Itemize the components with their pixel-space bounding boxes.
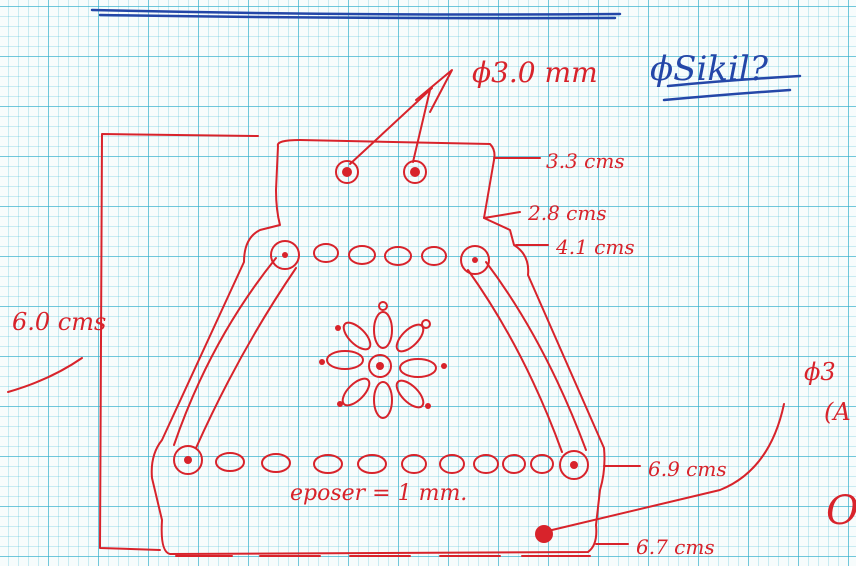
sikil-underline	[662, 74, 802, 102]
rosette	[319, 301, 447, 419]
hole-leader	[349, 87, 433, 165]
upper-row	[270, 240, 490, 275]
left-arm	[173, 257, 297, 449]
outer-frame	[99, 133, 259, 551]
leader-28	[483, 211, 521, 219]
arrow-head	[415, 69, 453, 113]
bottom-hole	[535, 525, 553, 543]
top-hole-right	[403, 160, 427, 184]
part-outline	[150, 139, 606, 555]
dim-upper-row: 4.1 cms	[555, 235, 635, 259]
height-leader	[7, 357, 83, 393]
lower-row	[173, 445, 589, 480]
dim-top-holes: 3.3 cms	[546, 149, 625, 173]
dim-bottom: 6.7 cms	[636, 535, 715, 559]
sikil-label: ϕSikil?	[650, 49, 769, 89]
bottom-leader	[551, 403, 785, 531]
right-o-label: O	[826, 488, 856, 534]
right-arm	[467, 261, 587, 453]
height-label: 6.0 cms	[12, 308, 106, 336]
right-partial-label: ϕ3	[804, 358, 836, 386]
dim-neck: 2.8 cms	[527, 201, 607, 225]
hole-diameter-label: ϕ3.0 mm	[472, 56, 598, 89]
header-stroke-2	[98, 13, 617, 20]
header-stroke	[90, 8, 622, 16]
thickness-note: eposer = 1 mm.	[290, 481, 467, 506]
top-hole-left	[335, 160, 359, 184]
right-paren-label: (A	[824, 398, 851, 426]
dim-lower-row: 6.9 cms	[648, 457, 727, 481]
